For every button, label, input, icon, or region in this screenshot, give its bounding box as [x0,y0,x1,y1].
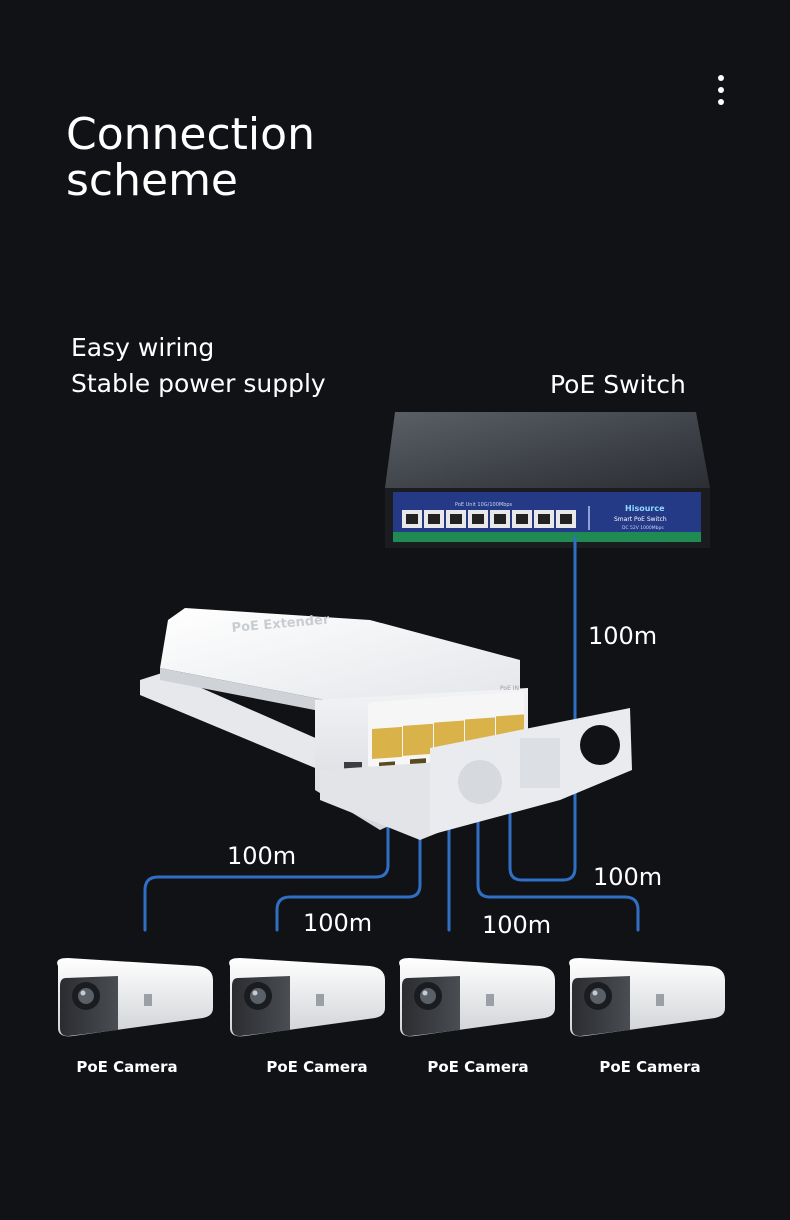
switch-brand: Hisource [625,504,665,513]
switch-port-hole [450,514,462,524]
tagline-line-1: Easy wiring [71,333,215,362]
page-title: Connection scheme [66,112,466,204]
camera-1-distance-label: 100m [227,842,297,870]
more-options-icon[interactable] [706,70,736,110]
camera-3 [399,958,555,1037]
camera-2-cable [275,748,422,932]
camera-1-label: PoE Camera [76,1058,178,1076]
camera-3-label: PoE Camera [427,1058,529,1076]
uplink-distance-label: 100m [588,622,658,650]
switch-led-strip [393,532,701,542]
camera-2-label: PoE Camera [266,1058,368,1076]
camera-1-cable [143,748,390,932]
uplink-cable [508,536,577,882]
camera-2 [229,958,385,1037]
camera-1 [57,958,213,1037]
switch-port-hole [472,514,484,524]
title-line-2: scheme [66,155,239,206]
switch-port-hole [406,514,418,524]
camera-3-distance-label: 100m [482,911,552,939]
camera-4 [569,958,725,1037]
extender-port [372,726,402,759]
camera-2-distance-label: 100m [303,909,373,937]
camera-4-label: PoE Camera [599,1058,701,1076]
network-cables [143,536,640,932]
lower-right-distance-label: 100m [593,863,663,891]
switch-port-hole [428,514,440,524]
switch-ports [402,506,590,530]
switch-port-hole [494,514,506,524]
poe-extender: PoE Extender PoE IN [140,608,632,840]
tagline-line-2: Stable power supply [71,369,326,398]
switch-port-hole [560,514,572,524]
extender-ports-caption: PoE IN [500,685,519,692]
switch-port-hole [516,514,528,524]
title-line-1: Connection [66,109,315,160]
camera-4-cable [476,733,640,932]
switch-label: PoE Switch [550,370,686,399]
poe-switch: PoE Unit 10G/100Mbps Hisource Smart PoE … [385,412,710,548]
switch-port-caption: PoE Unit 10G/100Mbps [455,502,513,508]
switch-spec: DC 52V 1000Mbps [622,525,664,531]
switch-top [385,412,710,488]
switch-port-hole [538,514,550,524]
extender-port [403,723,433,756]
tagline: Easy wiring Stable power supply [71,330,391,402]
switch-model: Smart PoE Switch [614,516,667,523]
